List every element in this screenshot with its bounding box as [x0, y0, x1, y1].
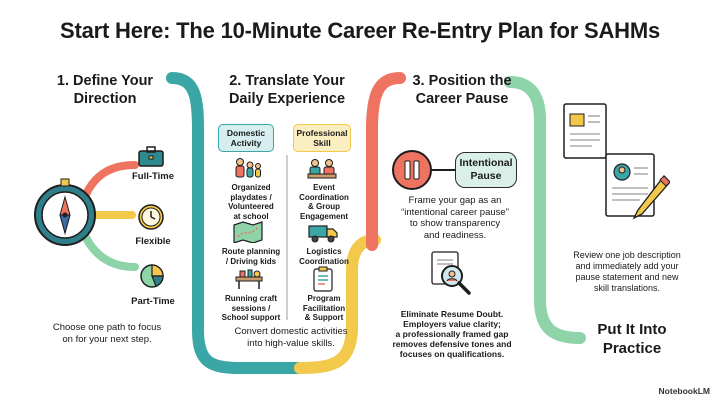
- direction-branches: [34, 161, 139, 271]
- job-description-icon: [563, 103, 607, 159]
- pen-icon: [632, 175, 670, 220]
- step3-frame-text: Frame your gap as an “intentional career…: [401, 195, 509, 241]
- pie-chart-icon: [140, 264, 164, 288]
- professional-row-1: Event Coordination & Group Engagement: [299, 183, 349, 221]
- column-professional-skill: Professional Skill: [293, 124, 351, 152]
- clock-icon: [138, 204, 164, 230]
- domestic-row-2: Route planning / Driving kids: [221, 247, 281, 266]
- step1-heading: 1. Define Your Direction: [56, 73, 154, 107]
- pause-icon: [392, 150, 456, 190]
- magnifier-resume-icon: [431, 251, 471, 295]
- option-full-time: Full-Time: [131, 171, 175, 182]
- step2-caption: Convert domestic activities into high-va…: [234, 326, 348, 349]
- step4-heading: Put It Into Practice: [597, 321, 667, 357]
- option-flexible: Flexible: [135, 236, 171, 247]
- option-part-time: Part-Time: [131, 296, 175, 307]
- map-icon: [233, 221, 263, 243]
- craft-table-icon: [235, 269, 263, 289]
- brand-label: NotebookLM: [658, 386, 710, 396]
- group-meeting-icon: [307, 159, 337, 179]
- truck-icon: [308, 225, 338, 243]
- ribbon-yellow: [294, 234, 381, 374]
- family-icon: [235, 158, 261, 178]
- step1-caption: Choose one path to focus on for your nex…: [52, 322, 162, 345]
- step2-heading: 2. Translate Your Daily Experience: [228, 73, 346, 107]
- ribbon-mint: [504, 76, 586, 344]
- resume-icon: [605, 153, 655, 217]
- step3-heading: 3. Position the Career Pause: [412, 73, 512, 107]
- domestic-row-3: Running craft sessions / School support: [221, 294, 281, 322]
- documents-pen-icon: [563, 103, 670, 220]
- page-title: Start Here: The 10-Minute Career Re-Entr…: [59, 18, 661, 43]
- intentional-pause-bubble: Intentional Pause: [455, 152, 517, 188]
- ribbon-teal: [166, 72, 306, 374]
- professional-row-3: Program Facilitation & Support: [302, 294, 346, 322]
- step4-review-text: Review one job description and immediate…: [573, 250, 681, 293]
- briefcase-icon: [138, 146, 164, 167]
- column-domestic-activity: Domestic Activity: [218, 124, 274, 152]
- step3-eliminate-text: Eliminate Resume Doubt. Employers value …: [392, 309, 512, 359]
- column-divider: [286, 155, 288, 320]
- compass-icon: [34, 178, 96, 246]
- professional-row-2: Logistics Coordination: [299, 247, 349, 266]
- clipboard-icon: [313, 266, 333, 292]
- ribbon-coral: [366, 72, 406, 251]
- domestic-row-1: Organized playdates / Volunteered at sch…: [228, 183, 274, 221]
